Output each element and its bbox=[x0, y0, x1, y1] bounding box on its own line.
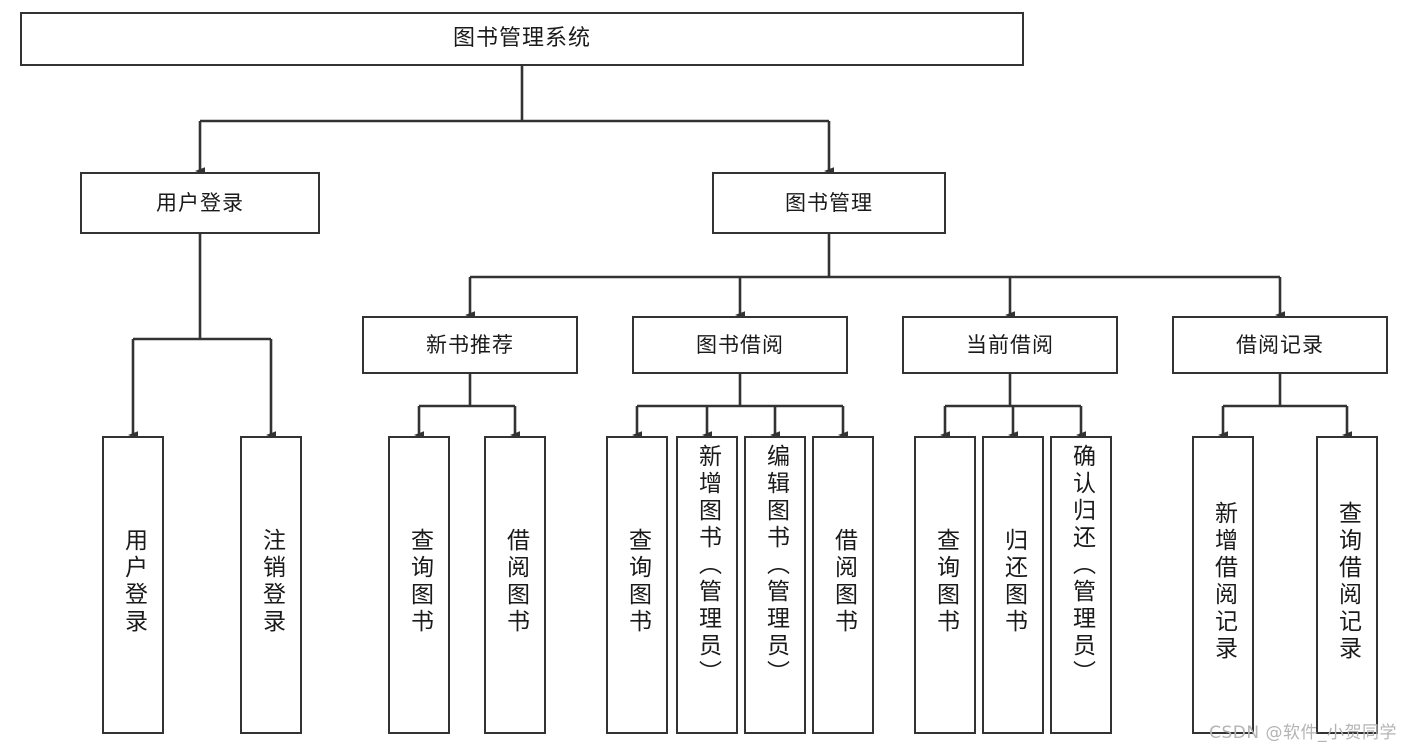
node-new-book-rec[interactable]: 新书推荐 bbox=[362, 316, 578, 374]
node-leaf-return-book[interactable]: 归还图书 bbox=[982, 436, 1044, 734]
csdn-watermark: CSDN @软件_小贺同学 bbox=[1209, 723, 1397, 743]
node-leaf-query-book-1[interactable]: 查询图书 bbox=[388, 436, 450, 734]
node-label-leaf-query-record: 查询借阅记录 bbox=[1334, 501, 1361, 663]
node-label-leaf-user-logout: 注销登录 bbox=[258, 528, 285, 636]
node-leaf-user-login[interactable]: 用户登录 bbox=[102, 436, 164, 734]
node-label-leaf-return-book: 归还图书 bbox=[1000, 528, 1027, 636]
node-leaf-query-book-3[interactable]: 查询图书 bbox=[914, 436, 976, 734]
node-label-leaf-add-book: 新增图书（管理员） bbox=[694, 444, 721, 687]
node-book-borrow[interactable]: 图书借阅 bbox=[632, 316, 848, 374]
node-label-current-borrow: 当前借阅 bbox=[966, 332, 1054, 357]
node-label-leaf-borrow-book-2: 借阅图书 bbox=[830, 528, 857, 636]
node-leaf-borrow-book-1[interactable]: 借阅图书 bbox=[484, 436, 546, 734]
node-label-leaf-query-book-2: 查询图书 bbox=[624, 528, 651, 636]
node-label-book-borrow: 图书借阅 bbox=[696, 332, 784, 357]
node-leaf-add-book[interactable]: 新增图书（管理员） bbox=[676, 436, 738, 734]
node-current-borrow[interactable]: 当前借阅 bbox=[902, 316, 1118, 374]
node-leaf-query-record[interactable]: 查询借阅记录 bbox=[1316, 436, 1378, 734]
node-root[interactable]: 图书管理系统 bbox=[20, 12, 1024, 66]
node-label-root: 图书管理系统 bbox=[452, 26, 591, 52]
node-leaf-add-record[interactable]: 新增借阅记录 bbox=[1192, 436, 1254, 734]
node-label-leaf-add-record: 新增借阅记录 bbox=[1210, 501, 1237, 663]
node-leaf-edit-book[interactable]: 编辑图书（管理员） bbox=[744, 436, 806, 734]
node-label-borrow-record: 借阅记录 bbox=[1236, 332, 1324, 357]
node-leaf-borrow-book-2[interactable]: 借阅图书 bbox=[812, 436, 874, 734]
node-label-leaf-query-book-3: 查询图书 bbox=[932, 528, 959, 636]
node-label-new-book-rec: 新书推荐 bbox=[426, 332, 514, 357]
node-label-leaf-user-login: 用户登录 bbox=[120, 528, 147, 636]
node-leaf-user-logout[interactable]: 注销登录 bbox=[240, 436, 302, 734]
node-leaf-confirm-return[interactable]: 确认归还（管理员） bbox=[1050, 436, 1112, 734]
node-label-leaf-confirm-return: 确认归还（管理员） bbox=[1068, 444, 1095, 687]
node-leaf-query-book-2[interactable]: 查询图书 bbox=[606, 436, 668, 734]
node-label-book-manage: 图书管理 bbox=[785, 190, 873, 215]
node-label-user-login: 用户登录 bbox=[156, 190, 244, 215]
node-label-leaf-query-book-1: 查询图书 bbox=[406, 528, 433, 636]
node-book-manage[interactable]: 图书管理 bbox=[712, 172, 946, 234]
node-borrow-record[interactable]: 借阅记录 bbox=[1172, 316, 1388, 374]
node-user-login[interactable]: 用户登录 bbox=[80, 172, 320, 234]
node-label-leaf-borrow-book-1: 借阅图书 bbox=[502, 528, 529, 636]
node-label-leaf-edit-book: 编辑图书（管理员） bbox=[762, 444, 789, 687]
